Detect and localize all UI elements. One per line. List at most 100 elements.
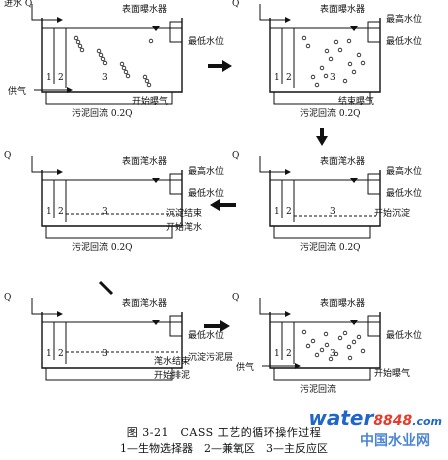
sludge-return-pipe: [45, 368, 173, 381]
flow-arrow-down-left: [98, 280, 114, 296]
inflow-pipe: [259, 298, 291, 317]
inflow-pipe: [31, 156, 63, 175]
air-bubble: [301, 329, 307, 335]
status-label-bottom: 开始排泥: [154, 369, 190, 381]
status-label-bottom: 开始滗水: [166, 221, 202, 233]
air-bubble: [100, 56, 106, 62]
zone-number-3: 3: [330, 349, 336, 359]
air-bubble: [337, 335, 343, 341]
air-bubble: [351, 69, 357, 75]
air-bubble: [333, 39, 339, 45]
inflow-label: Q: [232, 151, 239, 161]
tank-wall: [269, 312, 381, 369]
status-label: 开始曝气: [374, 367, 410, 379]
air-bubble: [314, 82, 320, 88]
air-bubble: [310, 338, 316, 344]
low-level-label: 最低水位: [188, 35, 224, 47]
zone-number-2: 2: [286, 73, 292, 83]
air-bubble: [346, 344, 352, 350]
tank-wall: [41, 170, 183, 227]
flow-arrow-left: [210, 199, 236, 211]
low-level-label: 最低水位: [386, 187, 422, 199]
zone-number-1: 1: [46, 349, 52, 359]
zone-number-1: 1: [274, 73, 280, 83]
high-level-label: 最高水位: [188, 165, 224, 177]
sludge-return-label: 污泥回流 0.2Q: [300, 107, 361, 119]
zone-number-2: 2: [58, 73, 64, 83]
zone-number-1: 1: [46, 73, 52, 83]
air-bubble: [305, 43, 311, 49]
flow-arrow-right-2: [204, 320, 230, 332]
air-bubble: [125, 73, 131, 79]
air-supply-label: 供气: [8, 85, 26, 97]
air-bubble: [347, 355, 353, 361]
air-bubble: [346, 38, 352, 44]
air-bubble: [319, 347, 325, 353]
inflow-pipe: [31, 4, 63, 23]
inflow-pipe: [259, 4, 291, 23]
zone-number-3: 3: [102, 349, 108, 359]
zone-number-1: 1: [46, 207, 52, 217]
status-label: 开始曝气: [132, 95, 168, 107]
inflow-pipe: [259, 156, 291, 175]
sludge-return-pipe: [273, 92, 371, 105]
decanter-box: [169, 315, 183, 337]
air-bubble: [121, 65, 127, 71]
air-bubble: [360, 348, 366, 354]
air-bubble: [142, 74, 148, 80]
inflow-pipe: [31, 298, 63, 317]
decanter-box: [367, 21, 381, 43]
air-bubble: [102, 60, 108, 66]
aerator-label: 表面曝水器: [320, 3, 365, 15]
zone-number-1: 1: [274, 207, 280, 217]
air-bubble: [324, 342, 330, 348]
air-bubble: [347, 61, 353, 67]
air-bubble: [119, 61, 125, 67]
sludge-return-pipe: [273, 226, 371, 239]
sludge-return-label: 污泥回流 0.2Q: [72, 241, 133, 253]
air-bubble: [310, 74, 316, 80]
zone-number-3: 3: [102, 73, 108, 83]
air-bubble: [337, 47, 343, 53]
watermark-cn: 中国水业网: [360, 433, 430, 449]
air-bubble: [77, 43, 83, 49]
low-level-label: 最低水位: [386, 329, 422, 341]
inflow-label: Q: [4, 151, 11, 161]
aerator-icon: [152, 320, 160, 325]
air-bubble: [328, 356, 334, 362]
flow-arrow-down: [316, 128, 328, 146]
zone-number-2: 2: [58, 349, 64, 359]
air-bubble: [144, 78, 150, 84]
air-bubble: [79, 47, 85, 53]
tank-wall: [41, 18, 183, 93]
zone-number-2: 2: [58, 207, 64, 217]
aerator-icon: [152, 178, 160, 183]
zone-number-1: 1: [274, 349, 280, 359]
aerator-icon: [350, 178, 358, 183]
air-bubble: [319, 65, 325, 71]
sludge-return-label: 污泥回流 0.2Q: [72, 107, 133, 119]
decanter-box: [367, 315, 381, 337]
air-supply-label: 供气: [236, 361, 254, 373]
sludge-return-label: 污泥回流: [300, 383, 336, 395]
tank-wall: [41, 312, 183, 369]
high-level-label: 最高水位: [386, 13, 422, 25]
air-bubble: [342, 78, 348, 84]
aerator-label: 表面滗水器: [122, 155, 167, 167]
air-bubble: [305, 343, 311, 349]
air-bubble: [146, 82, 152, 88]
aerator-label: 表面曝水器: [122, 3, 167, 15]
aerator-label: 表面曝水器: [320, 297, 365, 309]
sludge-return-label: 污泥回流 0.2Q: [300, 241, 361, 253]
zone-number-3: 3: [330, 207, 336, 217]
sludge-return-pipe: [45, 92, 173, 105]
air-bubble: [342, 330, 348, 336]
flow-arrow-right-1: [208, 60, 232, 72]
